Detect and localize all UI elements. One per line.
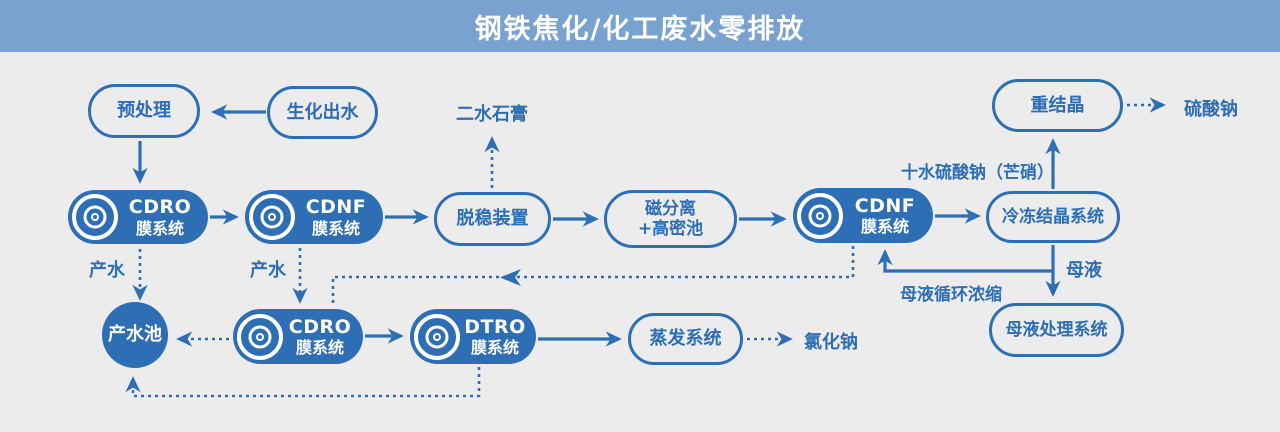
page-title: 钢铁焦化/化工废水零排放 xyxy=(474,13,806,45)
return-line-direction-arrowhead xyxy=(500,269,521,286)
node-label: 母液处理系统 xyxy=(1005,319,1108,340)
node-destabilization-unit: 脱稳装置 xyxy=(434,192,551,246)
membrane-disc-icon xyxy=(797,192,843,239)
node-recrystallization: 重结晶 xyxy=(992,79,1123,132)
edge-mother-liquor-recycle-to-cdnf-right xyxy=(877,249,1053,273)
node-evaporation-system: 蒸发系统 xyxy=(628,313,743,365)
label-mother-liquor: 母液 xyxy=(1066,260,1102,281)
node-biochemical-effluent: 生化出水 xyxy=(267,86,378,139)
node-cdro-membrane-top: CDRO 膜系统 xyxy=(68,190,208,244)
node-label: 脱稳装置 xyxy=(456,208,529,230)
node-label-line1: DTRO xyxy=(464,315,526,338)
node-label-line2: 膜系统 xyxy=(860,217,909,237)
membrane-disc-icon xyxy=(249,194,295,240)
label-sodium-chloride: 氯化钠 xyxy=(804,332,858,353)
title-bar: 钢铁焦化/化工废水零排放 xyxy=(0,0,1280,52)
node-label: 冷冻结晶系统 xyxy=(1002,206,1104,227)
node-label-line1: CDNF xyxy=(305,196,367,218)
node-label: 产水池 xyxy=(108,324,162,346)
node-label-line2: 膜系统 xyxy=(311,218,360,238)
node-cdro-membrane-bottom: CDRO 膜系统 xyxy=(233,309,363,364)
node-label-line1: CDNF xyxy=(854,194,916,217)
membrane-disc-icon xyxy=(72,194,118,240)
node-label-line2: +高密池 xyxy=(637,219,704,239)
node-dtro-membrane: DTRO 膜系统 xyxy=(410,309,536,364)
node-label: 生化出水 xyxy=(286,101,359,123)
node-label-line1: CDRO xyxy=(128,196,192,218)
node-pretreatment: 预处理 xyxy=(88,84,200,138)
node-label-line2: 膜系统 xyxy=(470,338,519,358)
node-label-line1: 磁分离 xyxy=(645,198,696,219)
node-label: 重结晶 xyxy=(1030,94,1085,116)
label-product-water-1: 产水 xyxy=(89,260,125,281)
node-magnetic-separation: 磁分离 +高密池 xyxy=(604,190,737,248)
node-mother-liquor-treatment: 母液处理系统 xyxy=(989,303,1124,357)
label-gypsum-dihydrate: 二水石膏 xyxy=(456,104,528,125)
label-sodium-sulfate: 硫酸钠 xyxy=(1184,99,1238,120)
node-cdnf-membrane-mid: CDNF 膜系统 xyxy=(245,190,383,244)
node-label-line1: CDRO xyxy=(288,315,352,338)
edge-dtro-return-to-pool xyxy=(125,367,481,398)
membrane-disc-icon xyxy=(237,313,283,360)
node-label-line2: 膜系统 xyxy=(295,338,344,358)
node-label: 预处理 xyxy=(117,100,171,122)
label-mother-liquor-recycle: 母液循环浓缩 xyxy=(900,285,1002,305)
node-product-water-pool: 产水池 xyxy=(102,302,168,368)
membrane-disc-icon xyxy=(414,313,460,360)
label-sodium-sulfate-decahydrate: 十水硫酸钠（芒硝） xyxy=(901,163,1054,183)
node-label-line2: 膜系统 xyxy=(135,218,184,238)
edge-cdnf-right-return-to-cdro-bottom xyxy=(331,246,855,307)
node-cdnf-membrane-right: CDNF 膜系统 xyxy=(793,188,933,243)
node-freeze-crystallization: 冷冻结晶系统 xyxy=(986,191,1120,243)
node-label: 蒸发系统 xyxy=(649,328,722,350)
label-product-water-2: 产水 xyxy=(250,260,286,281)
